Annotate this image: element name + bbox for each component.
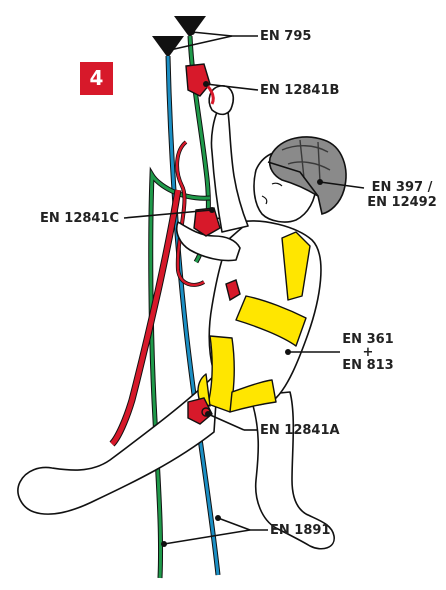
left-leg [18, 372, 218, 514]
label-en397: EN 397 / [362, 180, 442, 195]
anchor-triangle-icon [152, 36, 184, 58]
label-en12492: EN 12492 [362, 195, 442, 210]
label-en12841a: EN 12841A [260, 423, 340, 438]
label-plus: + [336, 347, 400, 358]
anchor-triangle-icon [174, 16, 206, 38]
label-en12841b: EN 12841B [260, 83, 339, 98]
label-en813: EN 813 [336, 358, 400, 373]
forearm [211, 110, 248, 232]
red-lanyard [112, 190, 178, 444]
label-en397-group: EN 397 / EN 12492 [362, 180, 442, 210]
step-number-badge: 4 [80, 62, 113, 95]
label-en1891: EN 1891 [270, 523, 330, 538]
label-en12841c: EN 12841C [40, 211, 119, 226]
label-en795: EN 795 [260, 29, 311, 44]
label-en361-group: EN 361 + EN 813 [336, 332, 400, 373]
